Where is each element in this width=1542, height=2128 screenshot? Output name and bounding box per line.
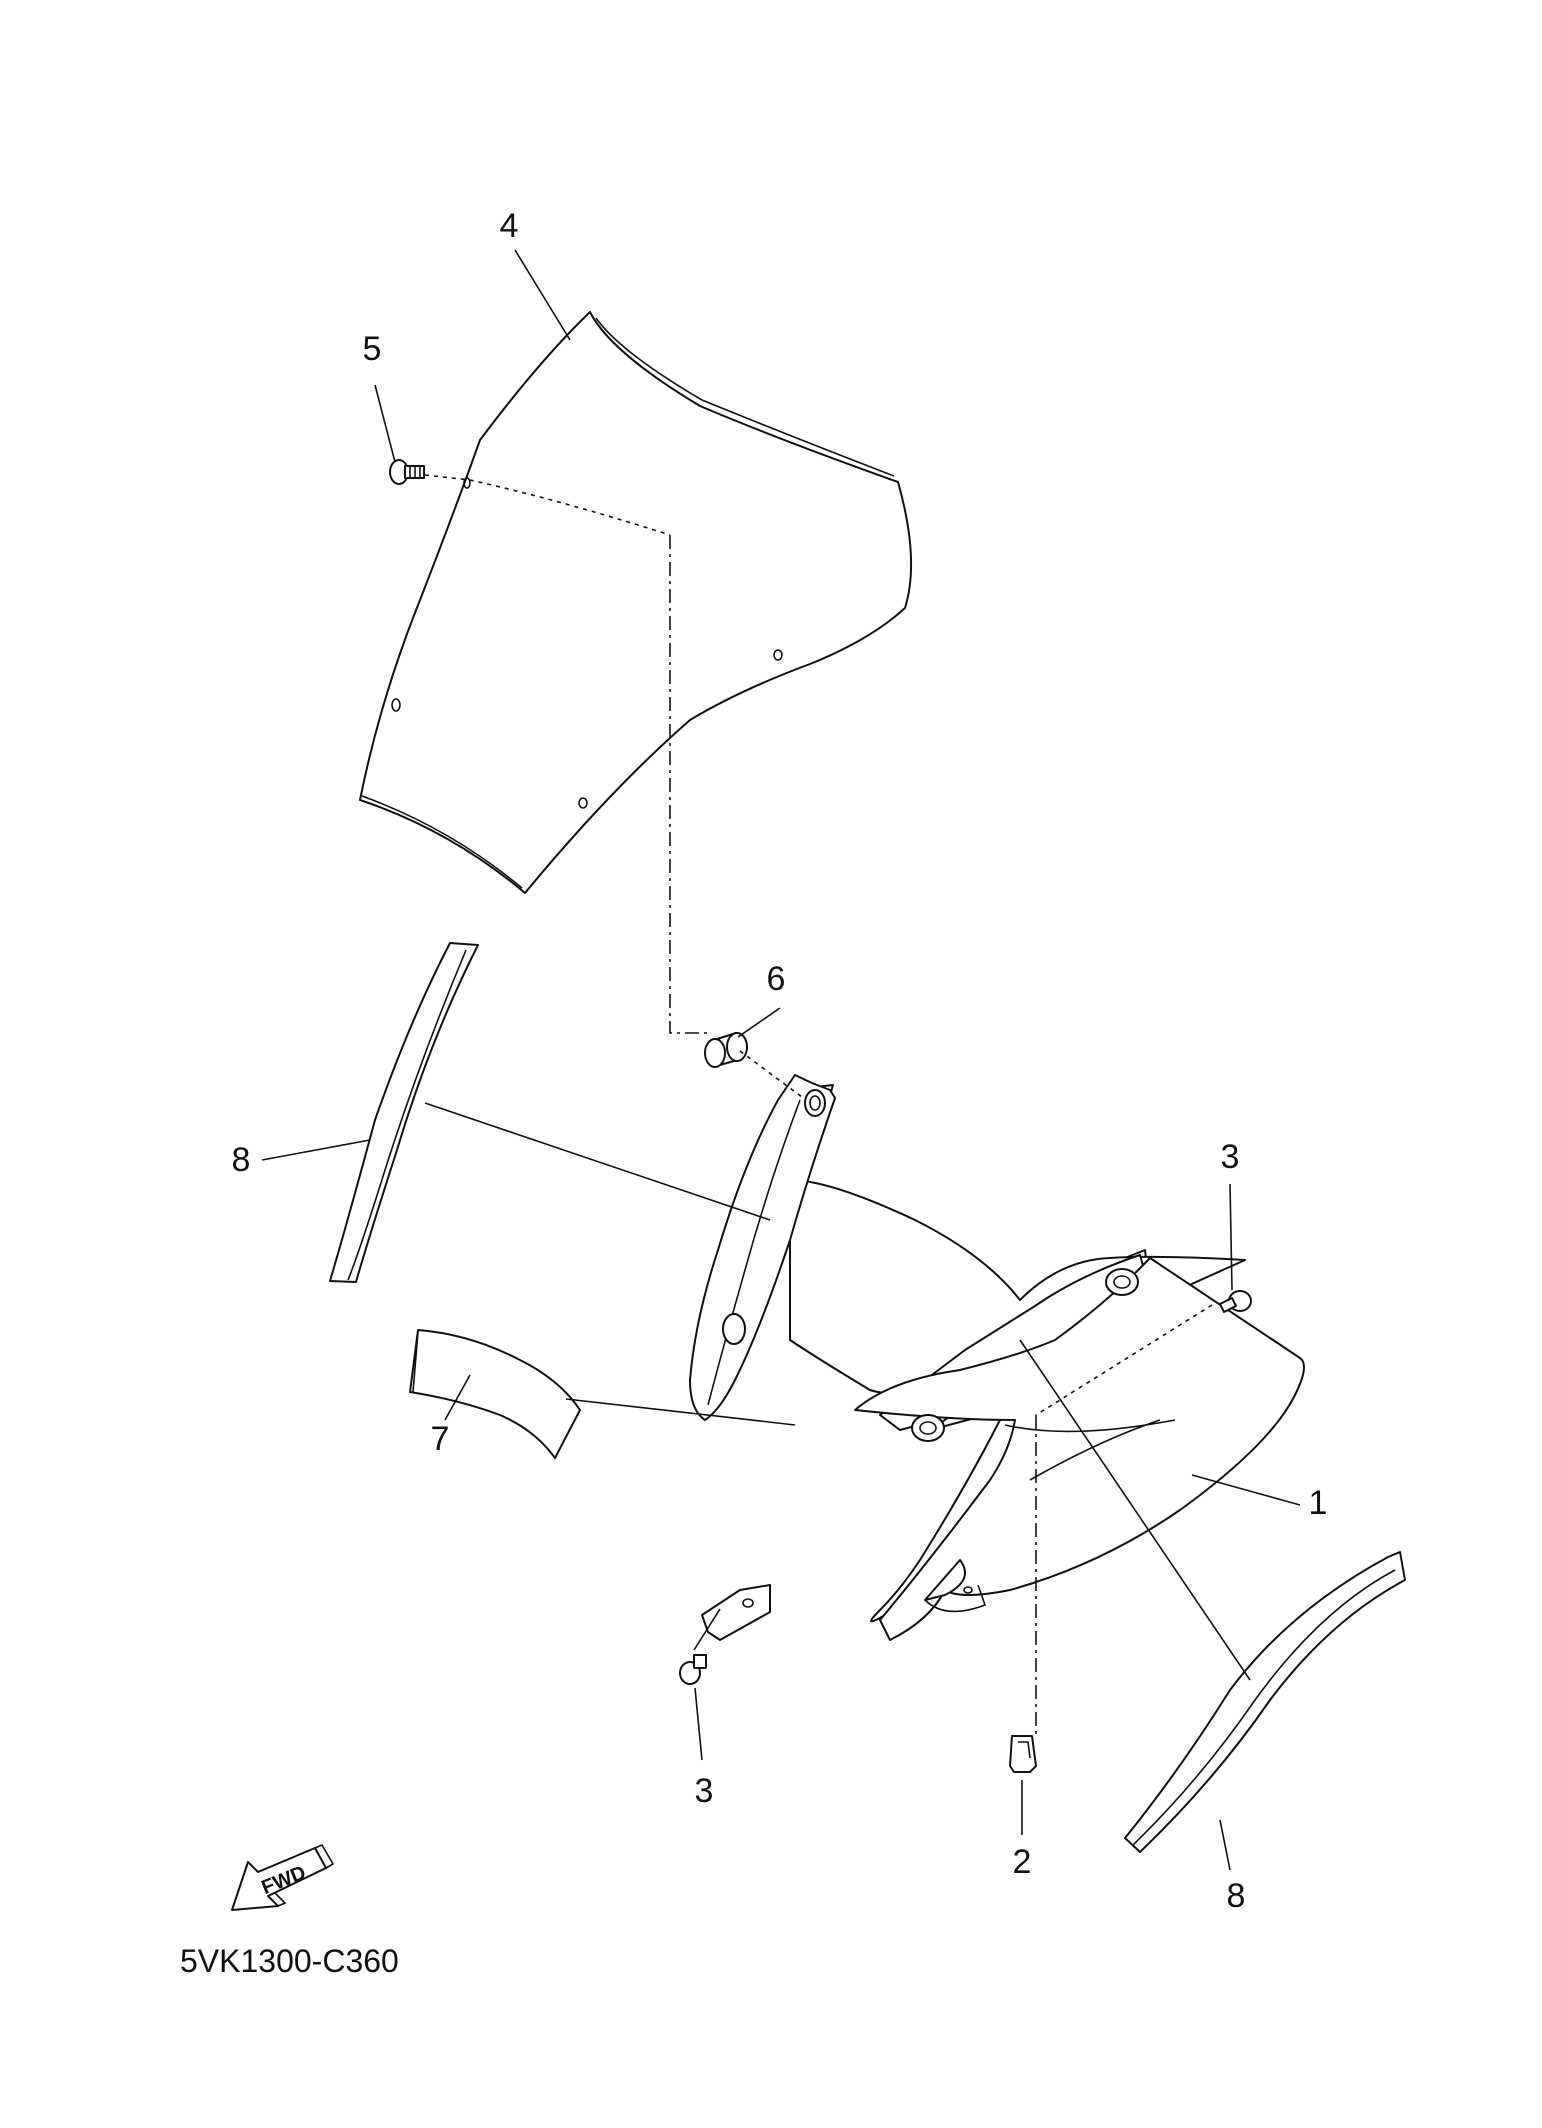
forward-arrow-icon: FWD (231, 1843, 335, 1911)
assembly-lines (424, 474, 1251, 1735)
callout-number-3-upper: 3 (1221, 1138, 1240, 1176)
figure-code: 5VK1300-C360 (180, 1943, 399, 1979)
callout-leaders (261, 249, 1301, 1871)
trim-strip-part-right (1124, 1551, 1406, 1853)
windshield-part (359, 311, 913, 894)
trim-strip-part-left (329, 942, 479, 1283)
callout-number-8-right: 8 (1227, 1877, 1246, 1915)
fastener-part-lower (679, 1654, 707, 1685)
trim-piece-part (409, 1329, 581, 1459)
callout-number-7: 7 (431, 1420, 450, 1458)
fastener-part-upper (1219, 1290, 1252, 1313)
screw-part (389, 459, 425, 485)
clip-nut-part (1009, 1735, 1037, 1773)
callout-number-1: 1 (1309, 1484, 1328, 1522)
callout-number-2: 2 (1013, 1843, 1032, 1881)
inner-bracket-part (689, 1074, 836, 1641)
callout-number-3-lower: 3 (695, 1772, 714, 1810)
callout-number-4: 4 (500, 207, 519, 245)
grommet-part (704, 1032, 748, 1068)
callout-number-5: 5 (363, 330, 382, 368)
callout-number-6: 6 (767, 960, 786, 998)
callout-number-8-left: 8 (232, 1141, 251, 1179)
